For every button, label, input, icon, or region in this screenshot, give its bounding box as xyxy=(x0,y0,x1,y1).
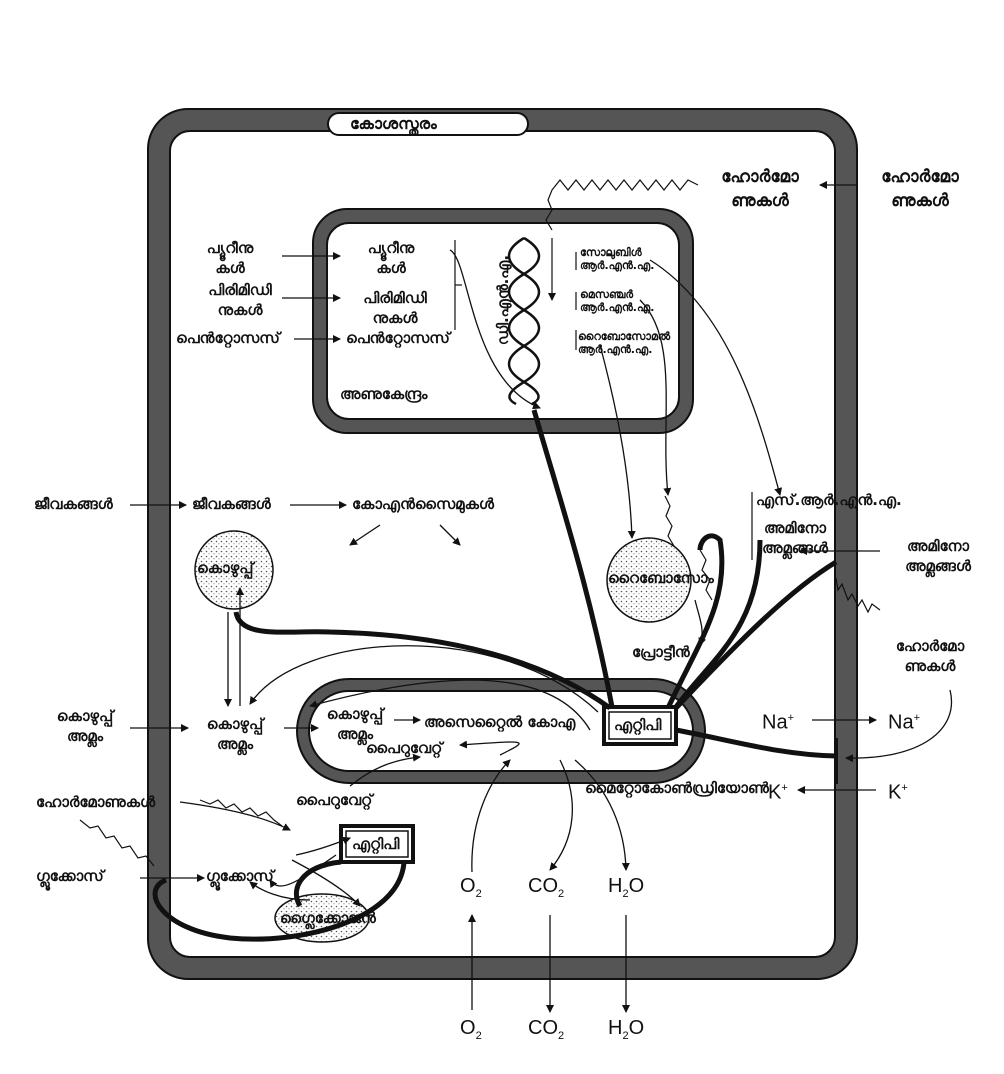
fatty-acid-internal-label: കൊഴുപ്പ് അമ്ലം xyxy=(206,715,264,753)
mitochondrion-shape xyxy=(297,679,705,783)
ribosome-shape xyxy=(606,537,692,623)
purines-nucleus-label: പ്യൂറീനു കൾ xyxy=(367,239,415,277)
hormone-zigzags xyxy=(79,179,881,867)
acetyl-coa-label: അസെറ്റൈൽ കോഎ xyxy=(424,713,576,731)
pyruvate-mito-label: പൈറുവേറ്റ് xyxy=(366,739,443,757)
pentoses-external-label: പെൻറ്റോസസ് xyxy=(176,329,280,347)
glucose-internal-label: ഗ്ലൂക്കോസ് xyxy=(206,867,274,885)
atp-lines xyxy=(152,409,838,942)
mitochondrion-label: മൈറ്റോകോൺഡ്രിയോൺ xyxy=(585,779,769,797)
k-inside-label: K+ xyxy=(768,781,788,804)
pyrimidines-external-label: പിരിമിഡി നുകൾ xyxy=(208,281,272,319)
o2-outside-label: O2 xyxy=(460,1017,482,1042)
glucose-external-label: ഗ്ലൂക്കോസ് xyxy=(36,867,104,885)
dna-label: ഡി.എൻ.എ. xyxy=(494,254,513,346)
soluble-rna-label: സോലുബിൾ ആർ.എൻ.എ. xyxy=(580,246,655,272)
thin-arrows xyxy=(130,181,953,1013)
purines-external-label: പ്യൂറീനു കൾ xyxy=(206,239,254,277)
messenger-rna-label: മെസഞ്ചർ ആർ.എൻ.എ. xyxy=(580,288,655,314)
cell-membrane-label: കോശസ്തരം xyxy=(350,114,437,133)
pyrimidines-nucleus-label: പിരിമിഡി നുകൾ xyxy=(363,289,427,327)
fat-droplet-shape xyxy=(194,530,274,610)
h2o-inside-label: H2O xyxy=(608,875,645,900)
ribosomal-rna-label: റൈബോസോമൽ ആർ.എൻ.എ. xyxy=(578,330,671,356)
nucleus-label: അണുകേന്ദ്രം xyxy=(340,385,428,403)
atp-mito-box xyxy=(602,705,678,746)
nucleus-shape xyxy=(313,209,693,433)
hormones-right-label: ഹോർമോ ണുകൾ xyxy=(895,637,965,675)
dna-helix xyxy=(507,236,541,406)
na-outside-label: Na+ xyxy=(888,711,921,734)
co2-outside-label: CO2 xyxy=(528,1017,565,1042)
hormones-internal-top-label: ഹോർമോ ണുകൾ xyxy=(721,167,799,211)
h2o-outside-label: H2O xyxy=(608,1017,645,1042)
glycogen-label: ഗ്ലൈക്കോജൻ xyxy=(280,909,376,927)
hormones-external-top-label: ഹോർമോ ണുകൾ xyxy=(881,167,959,211)
pyruvate-cyto-label: പൈറുവേറ്റ് xyxy=(296,791,373,809)
ribosome-label: റൈബോസോം xyxy=(608,569,714,587)
co2-inside-label: CO2 xyxy=(528,875,565,900)
s-rna-label: എസ്.ആർ.എൻ.എ. xyxy=(756,491,902,509)
fat-droplet-label: കൊഴുപ്പ് xyxy=(197,559,254,577)
protein-label: പ്രോട്ടീൻ xyxy=(632,643,690,661)
atp-cyto-box xyxy=(339,824,415,864)
o2-inside-label: O2 xyxy=(460,875,482,900)
vitamins-internal-label: ജീവകങ്ങൾ xyxy=(192,495,271,513)
amino-acids-external-label: അമിനോ അമ്ലങ്ങൾ xyxy=(905,537,971,575)
k-outside-label: K+ xyxy=(888,781,908,804)
atp-cyto-label: എറ്റിപി xyxy=(352,835,400,853)
hormones-left-label: ഹോർമോണുകൾ xyxy=(36,793,156,811)
amino-acids-internal-label: അമിനോ അമ്ലങ്ങൾ xyxy=(762,519,828,557)
fatty-acid-mito-label: കൊഴുപ്പ് അമ്ലം xyxy=(326,705,384,743)
na-inside-label: Na+ xyxy=(762,711,795,734)
coenzymes-label: കോഎൻസൈമുകൾ xyxy=(352,495,494,513)
pentoses-nucleus-label: പെൻറ്റോസസ് xyxy=(346,329,450,347)
fatty-acid-external-label: കൊഴുപ്പ് അമ്ലം xyxy=(56,707,114,745)
vitamins-external-label: ജീവകങ്ങൾ xyxy=(34,495,113,513)
atp-mito-label: എറ്റിപി xyxy=(614,716,662,734)
